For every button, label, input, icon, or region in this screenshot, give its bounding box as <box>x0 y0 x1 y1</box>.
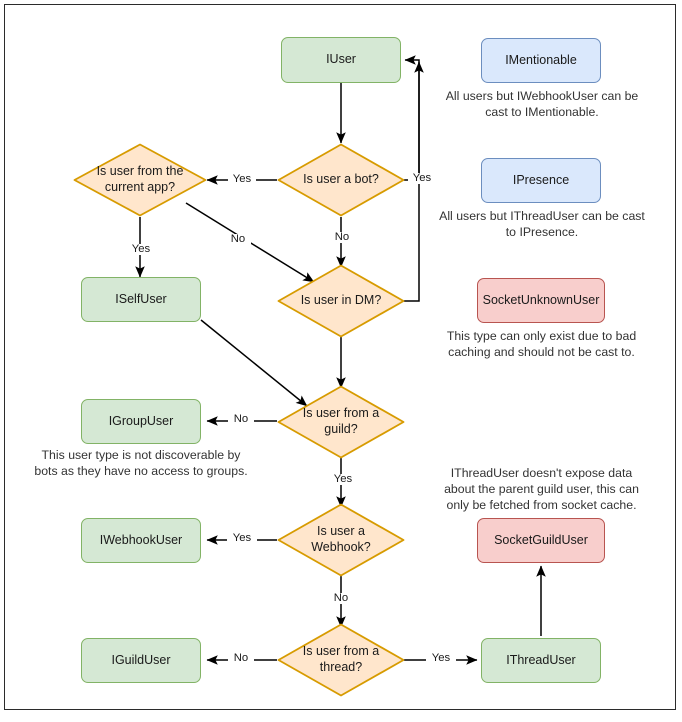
note-socketunknownuser: This type can only exist due to bad cach… <box>434 328 649 360</box>
edge-label-bot-yes-text: Yes <box>412 172 432 184</box>
edge-label-currentapp-down-yes: Yes <box>126 243 156 256</box>
edge-label-thread-no: No <box>228 652 254 665</box>
node-imentionable[interactable]: IMentionable <box>481 38 601 83</box>
edge-label-currentapp-down-yes-text: Yes <box>131 243 151 255</box>
node-igroupuser[interactable]: IGroupUser <box>81 399 201 444</box>
diamond-shape-is-webhook <box>277 503 405 577</box>
edge-label-thread-yes-text: Yes <box>431 652 451 664</box>
edge-label-currentapp-no-text: No <box>230 233 246 245</box>
diamond-shape-is-thread <box>277 623 405 697</box>
diamond-shape-is-current-app <box>73 143 207 217</box>
edge-label-webhook-no: No <box>328 592 354 605</box>
node-iwebhookuser[interactable]: IWebhookUser <box>81 518 201 563</box>
edge-label-thread-yes: Yes <box>426 652 456 665</box>
edge-label-guild-yes: Yes <box>328 473 358 486</box>
edge-label-webhook-no-text: No <box>333 592 349 604</box>
node-ipresence[interactable]: IPresence <box>481 158 601 203</box>
note-igroupuser: This user type is not discoverable by bo… <box>32 447 250 479</box>
decision-is-dm[interactable]: Is user in DM? <box>277 264 405 338</box>
node-iguilduser[interactable]: IGuildUser <box>81 638 201 683</box>
edge-label-bot-yes: Yes <box>408 172 436 185</box>
edge-label-guild-no-text: No <box>233 413 249 425</box>
node-ipresence-label: IPresence <box>512 172 570 187</box>
note-socketguilduser: IThreadUser doesn't expose data about th… <box>434 465 649 514</box>
edge-label-bot-no-text: No <box>334 231 350 243</box>
node-iuser-label: IUser <box>326 52 356 67</box>
note-ipresence-text: All users but IThreadUser can be cast to… <box>439 209 645 240</box>
node-socketguilduser-label: SocketGuildUser <box>494 532 588 547</box>
edge-label-currentapp-yes-text: Yes <box>232 173 252 185</box>
decision-is-current-app[interactable]: Is user from the current app? <box>73 143 207 217</box>
edge-label-currentapp-no: No <box>225 233 251 246</box>
node-socketunknownuser[interactable]: SocketUnknownUser <box>477 278 605 323</box>
node-iguilduser-label: IGuildUser <box>111 652 171 667</box>
diamond-shape-is-bot <box>277 143 405 217</box>
note-igroupuser-text: This user type is not discoverable by bo… <box>34 448 248 479</box>
note-socketunknownuser-text: This type can only exist due to bad cach… <box>446 329 637 360</box>
node-iselfuser[interactable]: ISelfUser <box>81 277 201 322</box>
decision-is-thread-label: Is user from a thread? <box>302 644 380 674</box>
diagram-frame <box>4 4 676 710</box>
decision-is-guild[interactable]: Is user from a guild? <box>277 385 405 459</box>
node-socketguilduser[interactable]: SocketGuildUser <box>477 518 605 563</box>
note-ipresence: All users but IThreadUser can be cast to… <box>436 208 648 240</box>
decision-is-guild-label: Is user from a guild? <box>302 406 380 436</box>
decision-is-thread[interactable]: Is user from a thread? <box>277 623 405 697</box>
decision-is-bot-label: Is user a bot? <box>303 172 379 187</box>
diamond-shape-is-guild <box>277 385 405 459</box>
node-iselfuser-label: ISelfUser <box>115 291 167 306</box>
node-ithreaduser[interactable]: IThreadUser <box>481 638 601 683</box>
edge-label-bot-no: No <box>328 231 356 244</box>
diamond-shape-is-dm <box>277 264 405 338</box>
edge-label-guild-no: No <box>228 413 254 426</box>
edge-label-webhook-yes-text: Yes <box>232 532 252 544</box>
node-ithreaduser-label: IThreadUser <box>506 652 576 667</box>
note-imentionable: All users but IWebhookUser can be cast t… <box>436 88 648 120</box>
edge-label-thread-no-text: No <box>233 652 249 664</box>
edge-label-guild-yes-text: Yes <box>333 473 353 485</box>
decision-is-bot[interactable]: Is user a bot? <box>277 143 405 217</box>
node-iwebhookuser-label: IWebhookUser <box>99 532 183 547</box>
note-imentionable-text: All users but IWebhookUser can be cast t… <box>445 89 639 120</box>
decision-is-dm-label: Is user in DM? <box>300 293 382 308</box>
note-socketguilduser-text: IThreadUser doesn't expose data about th… <box>444 466 639 513</box>
decision-is-current-app-label: Is user from the current app? <box>96 164 184 194</box>
node-iuser[interactable]: IUser <box>281 37 401 83</box>
node-imentionable-label: IMentionable <box>505 52 577 67</box>
node-socketunknownuser-label: SocketUnknownUser <box>482 292 600 307</box>
edge-label-webhook-yes: Yes <box>227 532 257 545</box>
edge-label-currentapp-yes: Yes <box>228 173 256 186</box>
node-igroupuser-label: IGroupUser <box>108 413 174 428</box>
decision-is-webhook-label: Is user a Webhook? <box>311 524 371 554</box>
decision-is-webhook[interactable]: Is user a Webhook? <box>277 503 405 577</box>
